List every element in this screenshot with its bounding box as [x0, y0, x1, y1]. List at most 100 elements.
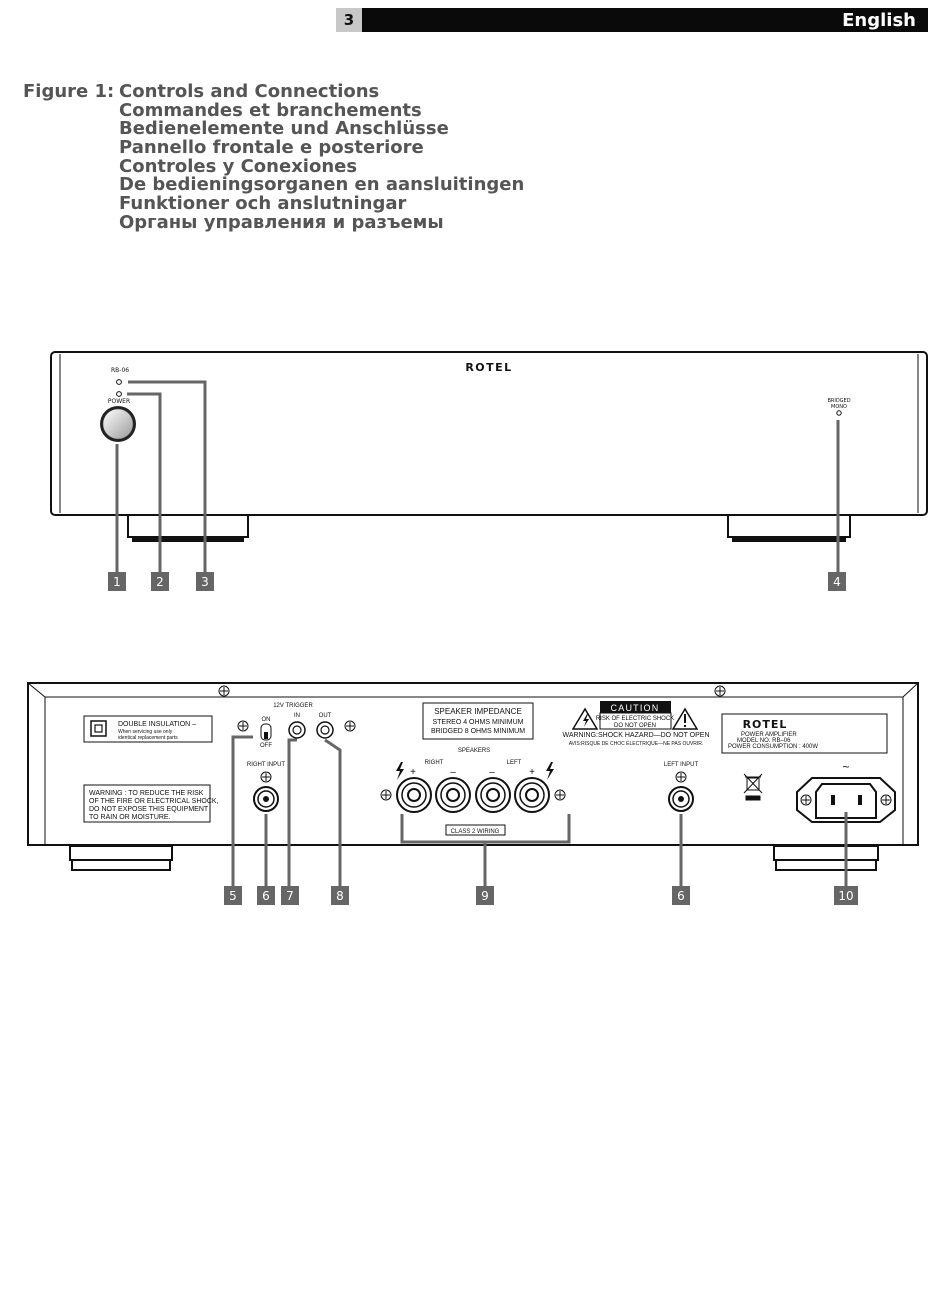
svg-text:+: + [410, 767, 416, 778]
svg-text:WARNING:SHOCK HAZARD—DO NOT OP: WARNING:SHOCK HAZARD—DO NOT OPEN [562, 732, 709, 739]
svg-text:5: 5 [229, 889, 237, 903]
bridged-label-bottom: MONO [831, 404, 847, 410]
svg-text:RISK OF ELECTRIC SHOCK: RISK OF ELECTRIC SHOCK [596, 716, 674, 722]
brand-logo: ROTEL [465, 361, 512, 374]
power-led [116, 391, 122, 397]
svg-text:POWER AMPLIFIER: POWER AMPLIFIER [741, 732, 797, 738]
left-input-label: LEFT INPUT [664, 762, 699, 768]
rear-callouts: 5 6 7 8 9 6 10 [224, 886, 858, 905]
callout-8: 8 [331, 886, 349, 905]
svg-text:DO NOT EXPOSE THIS EQUIPMENT: DO NOT EXPOSE THIS EQUIPMENT [89, 806, 209, 813]
figure-title: De bedieningsorganen en aansluitingen [119, 174, 525, 196]
off-label: OFF [260, 743, 272, 749]
speaker-right-label: RIGHT [425, 760, 444, 766]
page-number: 3 [336, 8, 362, 32]
svg-text:+: + [529, 767, 535, 778]
lightning-icon [396, 762, 404, 780]
svg-text:6: 6 [677, 889, 685, 903]
speaker-left-label: LEFT [507, 760, 522, 766]
callout-3: 3 [196, 572, 214, 591]
svg-text:POWER CONSUMPTION : 400W: POWER CONSUMPTION : 400W [728, 744, 818, 750]
speakers-label: SPEAKERS [458, 748, 490, 754]
figure-label: Figure 1: [23, 81, 115, 102]
figure-title: Controls and Connections [119, 81, 380, 102]
caution-label: CAUTION RISK OF ELECTRIC SHOCK DO NOT OP… [562, 701, 710, 747]
callout-7: 7 [281, 886, 299, 905]
in-label: IN [294, 713, 300, 719]
svg-text:BRIDGED 8 OHMS MINIMUM: BRIDGED 8 OHMS MINIMUM [431, 728, 525, 735]
trigger-title: 12V TRIGGER [273, 703, 313, 709]
ac-symbol: ~ [842, 760, 849, 774]
front-callouts: 1 2 3 4 [108, 572, 846, 591]
bridged-mono-led [836, 410, 842, 416]
front-foot-right [727, 514, 851, 542]
speaker-terminal-right-minus[interactable] [435, 777, 471, 813]
callout-2: 2 [151, 572, 169, 591]
out-label: OUT [319, 713, 332, 719]
svg-text:WARNING : TO REDUCE THE RISK: WARNING : TO REDUCE THE RISK [89, 790, 204, 797]
ac-power-inlet[interactable] [796, 777, 896, 823]
svg-text:OF THE FIRE OR ELECTRICAL SHOC: OF THE FIRE OR ELECTRICAL SHOCK, [89, 798, 219, 805]
svg-text:2: 2 [156, 575, 164, 589]
warning-label: WARNING : TO REDUCE THE RISK OF THE FIRE… [83, 784, 219, 823]
figure-title: Bedienelemente und Anschlüsse [119, 118, 449, 140]
rear-panel: DOUBLE INSULATION – When servicing use o… [27, 682, 919, 871]
rear-foot-right [773, 845, 879, 871]
callout-5: 5 [224, 886, 242, 905]
svg-text:DOUBLE INSULATION –: DOUBLE INSULATION – [118, 721, 196, 728]
svg-text:SPEAKER IMPEDANCE: SPEAKER IMPEDANCE [434, 707, 522, 716]
figure-title: Commandes et branchements [119, 99, 422, 121]
power-label: POWER [108, 398, 130, 405]
speaker-impedance-label: SPEAKER IMPEDANCE STEREO 4 OHMS MINIMUM … [422, 702, 534, 740]
svg-text:TO RAIN OR MOISTURE.: TO RAIN OR MOISTURE. [89, 814, 171, 821]
callout-6-left: 6 [672, 886, 690, 905]
svg-text:AVIS:RISQUE DE CHOC ÉLECTRIQUE: AVIS:RISQUE DE CHOC ÉLECTRIQUE—NE PAS OU… [569, 740, 704, 747]
language-label: English [362, 8, 928, 32]
callout-4: 4 [828, 572, 846, 591]
svg-text:9: 9 [481, 889, 489, 903]
model-info-label: ROTEL POWER AMPLIFIER MODEL NO. RB–06 PO… [721, 713, 888, 754]
speaker-terminal-left-minus[interactable] [475, 777, 511, 813]
on-label: ON [262, 717, 271, 723]
right-input-label: RIGHT INPUT [247, 762, 286, 768]
rear-callout-lines [231, 735, 848, 886]
class2-box [445, 824, 506, 836]
svg-text:–: – [450, 767, 456, 778]
rear-foot-left [69, 845, 173, 871]
svg-text:DO NOT OPEN: DO NOT OPEN [614, 723, 656, 729]
model-label: RB-06 [111, 367, 129, 374]
svg-text:STEREO 4 OHMS MINIMUM: STEREO 4 OHMS MINIMUM [432, 719, 523, 726]
class2-label: CLASS 2 WIRING [451, 829, 500, 835]
speaker-terminal-left-plus[interactable] [514, 777, 550, 813]
svg-text:1: 1 [113, 575, 121, 589]
callout-1: 1 [108, 572, 126, 591]
svg-text:6: 6 [262, 889, 270, 903]
svg-text:10: 10 [838, 889, 853, 903]
speaker-terminal-right-plus[interactable] [396, 777, 432, 813]
figure-title: Органы управления и разъемы [119, 211, 444, 233]
svg-text:MODEL NO. RB–06: MODEL NO. RB–06 [737, 738, 791, 744]
figure-title: Controles y Conexiones [119, 155, 358, 177]
double-insulation-label: DOUBLE INSULATION – When servicing use o… [83, 715, 213, 743]
svg-text:3: 3 [201, 575, 209, 589]
lightning-icon [546, 762, 554, 780]
svg-text:7: 7 [286, 889, 294, 903]
svg-text:–: – [489, 767, 495, 778]
weee-bin-icon [743, 773, 763, 801]
callout-6-right: 6 [257, 886, 275, 905]
svg-text:8: 8 [336, 889, 344, 903]
front-foot-left [127, 514, 249, 542]
callout-9: 9 [476, 886, 494, 905]
bridged-label-top: BRIDGED [827, 398, 850, 404]
svg-text:When servicing use only: When servicing use only [118, 729, 173, 735]
figure-title: Pannello frontale e posteriore [119, 137, 424, 159]
figure-titles: Controls and Connections Commandes et br… [119, 82, 524, 232]
front-callout-lines [115, 380, 840, 572]
figure-title: Funktioner och anslutningar [119, 193, 407, 215]
svg-text:identical replacement parts: identical replacement parts [118, 735, 178, 741]
svg-text:CAUTION: CAUTION [611, 703, 660, 713]
svg-text:4: 4 [833, 575, 841, 589]
standby-led [116, 379, 122, 385]
svg-text:ROTEL: ROTEL [743, 718, 788, 731]
